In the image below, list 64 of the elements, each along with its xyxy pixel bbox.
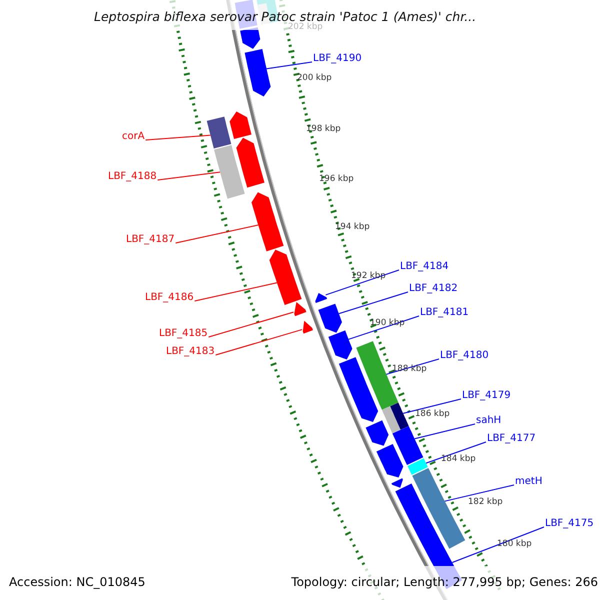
leader-line — [157, 172, 221, 180]
gene-block — [318, 304, 342, 333]
gene-label: LBF_4188 — [108, 172, 157, 182]
gene-block — [294, 302, 306, 316]
gene-block — [366, 420, 389, 446]
scale-label: 196 kbp — [319, 175, 354, 184]
leader-line — [175, 224, 259, 244]
leader-line — [444, 484, 514, 502]
leader-line — [414, 424, 476, 440]
gene-block — [338, 357, 378, 422]
gene-block — [391, 478, 403, 488]
scale-label: 184 kbp — [441, 455, 476, 464]
scale-label: 182 kbp — [468, 498, 503, 506]
gene-label: LBF_4180 — [440, 351, 489, 361]
leader-line — [402, 398, 462, 414]
gene-label: LBF_4187 — [126, 235, 175, 245]
leader-line — [325, 270, 400, 296]
gene-label: LBF_4183 — [166, 347, 215, 357]
gene-block — [252, 192, 284, 252]
gene-bar — [214, 145, 245, 199]
scale-label: 202 kbp — [288, 23, 323, 32]
gene-label: LBF_4179 — [462, 391, 511, 401]
scale-label: 186 kbp — [415, 410, 450, 418]
scale-label: 200 kbp — [297, 74, 332, 82]
leader-line — [145, 134, 211, 140]
leader-line — [338, 292, 408, 314]
gene-bar — [382, 402, 409, 434]
gene-block — [236, 138, 264, 188]
leader-line — [348, 316, 420, 340]
gene-label: LBF_4185 — [159, 329, 208, 339]
scale-label: 194 kbp — [335, 223, 370, 232]
gene-label: LBF_4181 — [420, 308, 469, 318]
gene-label: LBF_4190 — [313, 54, 362, 64]
gene-label: LBF_4186 — [145, 293, 194, 303]
gene-label: LBF_4175 — [545, 519, 594, 529]
gene-label: LBF_4182 — [409, 284, 458, 294]
topology-label: Topology: circular; Length: 277,995 bp; Genes: 266 — [291, 576, 598, 588]
scale-label: 180 kbp — [497, 540, 532, 548]
gene-block — [240, 27, 260, 49]
gene-label: LBF_4177 — [487, 434, 536, 444]
accession-label: Accession: NC_010845 — [9, 576, 146, 588]
map-title: Leptospira biflexa serovar Patoc strain 'Patoc 1 (Ames)' chr... — [94, 11, 476, 24]
gene-block — [230, 112, 252, 139]
leader-line — [452, 526, 544, 563]
leader-line — [266, 62, 312, 70]
leader-line — [208, 312, 294, 338]
gene-bar — [206, 116, 232, 148]
leader-line — [215, 329, 303, 356]
gene-bar — [412, 468, 466, 549]
gene-block — [244, 49, 271, 96]
gene-bar — [408, 458, 428, 475]
gene-block — [315, 293, 328, 303]
leader-line — [426, 442, 486, 464]
leader-line — [194, 282, 278, 302]
gene-block — [269, 250, 302, 305]
scale-label: 198 kbp — [306, 125, 341, 134]
gene-block — [328, 330, 352, 360]
gene-label: sahH — [476, 416, 502, 426]
gene-bar — [392, 426, 424, 465]
gene-label: metH — [515, 477, 542, 487]
gene-block — [302, 320, 313, 334]
gene-label: LBF_4184 — [400, 262, 449, 272]
gene-label: corA — [122, 132, 145, 142]
gene-block — [376, 444, 404, 478]
